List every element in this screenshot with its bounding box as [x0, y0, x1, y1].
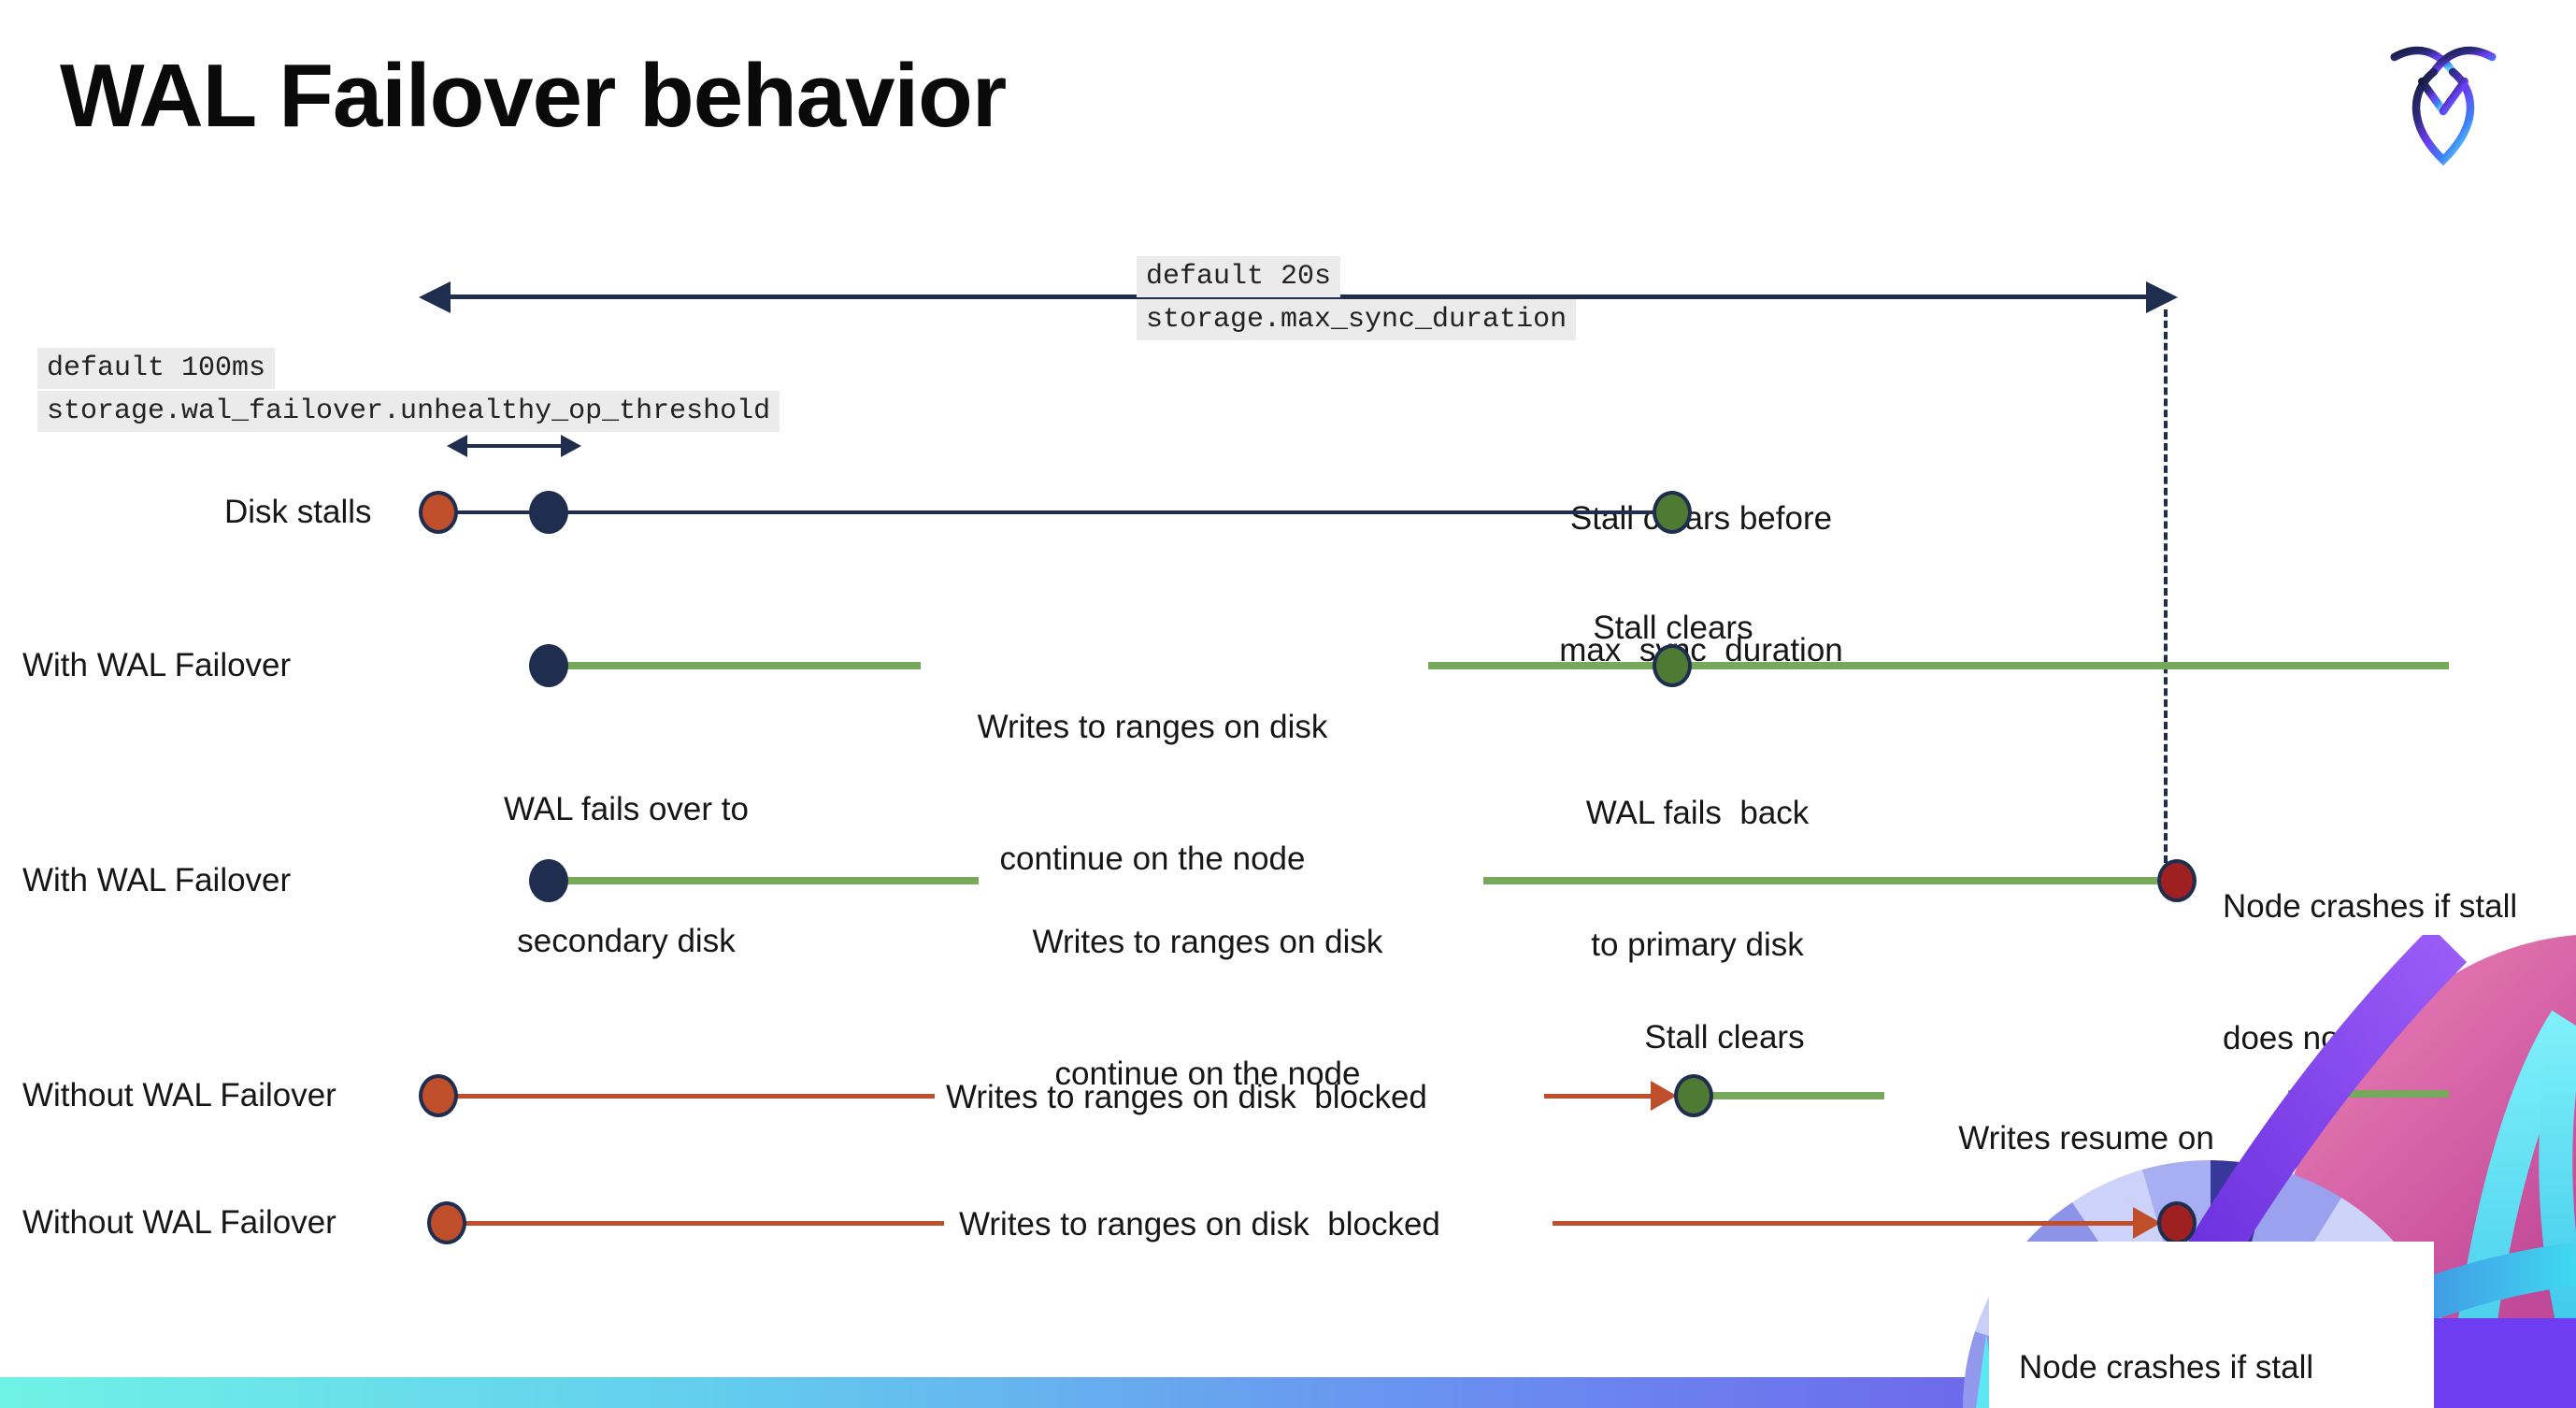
disk-stalls-timeline-line	[439, 510, 1672, 514]
cockroachdb-logo-icon	[2390, 46, 2497, 166]
stall-start-dot	[419, 491, 458, 534]
row-label-with-wal-failover-1: With WAL Failover	[22, 647, 292, 683]
max-sync-deadline-dashed-line	[2164, 309, 2168, 863]
row4-red-arrowhead-icon	[1651, 1081, 1677, 1111]
threshold-default-value: default 100ms	[37, 348, 276, 389]
row4-red-line-a	[451, 1094, 935, 1099]
span-arrowhead-left-icon	[419, 281, 451, 313]
threshold-arrowhead-right-icon	[561, 435, 581, 457]
row4-writes-blocked-note: Writes to ranges on disk blocked	[946, 1079, 1427, 1115]
row5-node-crash-callout: Node crashes if stall does not clear in …	[1989, 1242, 2434, 1408]
page-title: WAL Failover behavior	[60, 46, 1007, 146]
row2-writes-continue-note: Writes to ranges on disk continue on the…	[977, 709, 1328, 877]
failover-dot-row3	[529, 859, 568, 902]
row-label-with-wal-failover-2: With WAL Failover	[22, 862, 292, 898]
max-sync-setting-name: storage.max_sync_duration	[1137, 299, 1577, 340]
row-label-without-wal-failover-2: Without WAL Failover	[22, 1204, 336, 1241]
threshold-setting-name: storage.wal_failover.unhealthy_op_thresh…	[37, 391, 780, 432]
row2-stall-clears-note: Stall clears	[1593, 610, 1753, 646]
stall-clears-dot-row2	[1653, 644, 1692, 687]
stall-clears-dot-row1	[1653, 491, 1692, 534]
row3-green-line-b	[1483, 877, 2157, 884]
row3-writes-continue-note: Writes to ranges on disk continue on the…	[1032, 924, 1383, 1092]
threshold-reached-dot	[529, 491, 568, 534]
failover-dot-row2	[529, 644, 568, 687]
row5-red-arrowhead-icon	[2133, 1207, 2161, 1239]
threshold-arrowhead-left-icon	[447, 435, 467, 457]
row2-green-line-a	[561, 662, 921, 669]
stall-clears-dot-row4	[1674, 1074, 1713, 1117]
stall-start-dot-row4	[419, 1074, 458, 1117]
row3-green-line-a	[561, 877, 979, 884]
row4-stall-clears-note: Stall clears	[1644, 1019, 1805, 1056]
row2-green-line-b	[1428, 662, 2449, 669]
row4-red-line-b	[1544, 1094, 1651, 1099]
row2-failover-note: WAL fails over to secondary disk	[504, 791, 749, 959]
row5-node-crash-note: Node crashes if stall does not clear in …	[2019, 1349, 2314, 1386]
row5-red-line-b	[1553, 1221, 2133, 1226]
row5-red-line-a	[460, 1221, 944, 1226]
stall-start-dot-row5	[427, 1201, 466, 1244]
threshold-span-line	[460, 444, 561, 448]
max-sync-duration-label: default 20s storage.max_sync_duration	[1137, 256, 1577, 340]
span-arrowhead-right-icon	[2146, 281, 2178, 313]
unhealthy-op-threshold-label: default 100ms storage.wal_failover.unhea…	[37, 348, 780, 432]
node-crash-dot-row3	[2157, 859, 2197, 902]
max-sync-default-value: default 20s	[1137, 256, 1341, 297]
row2-failback-note: WAL fails back to primary disk	[1585, 795, 1810, 963]
node-crash-dot-row5	[2157, 1201, 2197, 1244]
row-label-disk-stalls: Disk stalls	[224, 494, 372, 530]
row5-writes-blocked-note: Writes to ranges on disk blocked	[959, 1206, 1440, 1243]
row-label-without-wal-failover-1: Without WAL Failover	[22, 1077, 336, 1113]
row4-green-line-c	[1710, 1092, 1884, 1099]
